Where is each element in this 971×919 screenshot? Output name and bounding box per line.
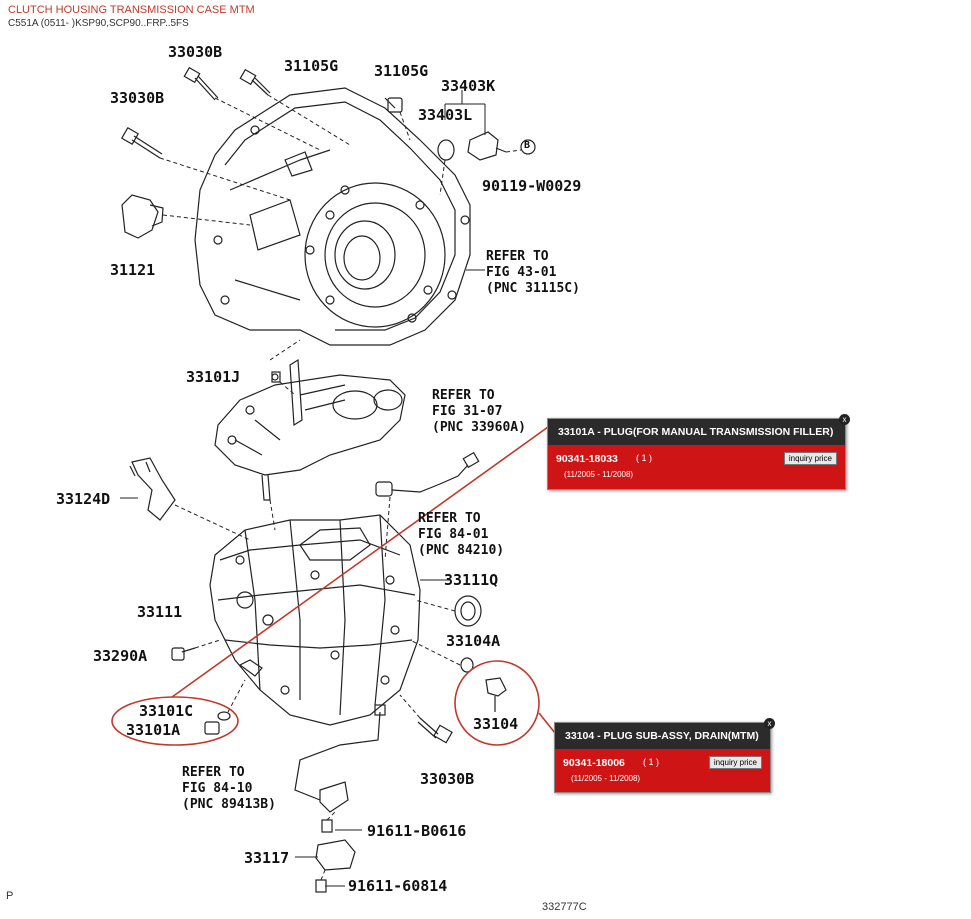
part-label-33111q[interactable]: 33111Q bbox=[444, 571, 499, 589]
popup-quantity: ( 1 ) bbox=[643, 757, 660, 767]
clutch-housing-drawing bbox=[194, 87, 471, 346]
popup-quantity: ( 1 ) bbox=[636, 453, 653, 463]
footer-marker: P bbox=[6, 890, 14, 902]
part-label-31105g[interactable]: 31105G bbox=[284, 57, 339, 75]
part-popup-33101a: 33101A - PLUG(FOR MANUAL TRANSMISSION FI… bbox=[547, 414, 850, 490]
transmission-case-drawing bbox=[209, 514, 421, 726]
part-label-33124d[interactable]: 33124D bbox=[56, 490, 111, 508]
part-label-33403k[interactable]: 33403K bbox=[441, 77, 496, 95]
inquiry-price-button[interactable]: inquiry price bbox=[783, 452, 837, 465]
part-label-33111[interactable]: 33111 bbox=[137, 603, 183, 621]
part-label-33117[interactable]: 33117 bbox=[244, 849, 290, 867]
popup-title: 33101A - PLUG(FOR MANUAL TRANSMISSION FI… bbox=[548, 419, 845, 445]
part-label-33101a[interactable]: 33101A bbox=[126, 721, 181, 739]
diagram-title: CLUTCH HOUSING TRANSMISSION CASE MTM bbox=[8, 4, 255, 16]
highlight-annotations bbox=[111, 426, 556, 746]
popup-title: 33104 - PLUG SUB-ASSY, DRAIN(MTM) bbox=[555, 723, 770, 749]
reference-marker-b: B bbox=[524, 140, 531, 151]
part-label-33104a[interactable]: 33104A bbox=[446, 632, 501, 650]
illustration-code: 332777C bbox=[542, 901, 587, 913]
close-icon[interactable]: x bbox=[764, 718, 775, 729]
popup-date-range: (11/2005 - 11/2008) bbox=[571, 774, 641, 783]
part-label-31105g-2[interactable]: 31105G bbox=[374, 62, 429, 80]
part-label-33030b-3[interactable]: 33030B bbox=[420, 770, 475, 788]
label-leaders bbox=[120, 90, 486, 887]
highlight-33101-circle bbox=[111, 696, 239, 746]
part-label-33030b[interactable]: 33030B bbox=[168, 43, 223, 61]
part-label-33101j[interactable]: 33101J bbox=[186, 368, 241, 386]
part-label-33403l[interactable]: 33403L bbox=[418, 106, 473, 124]
small-parts-drawing bbox=[120, 66, 536, 893]
part-label-91611-60814[interactable]: 91611-60814 bbox=[348, 877, 448, 895]
refer-fig-84-10[interactable]: REFER TO FIG 84-10 (PNC 89413B) bbox=[182, 765, 276, 812]
part-label-33030b-2[interactable]: 33030B bbox=[110, 89, 165, 107]
leader-lines bbox=[159, 94, 522, 881]
model-subtitle: C551A (0511- )KSP90,SCP90..FRP..5FS bbox=[8, 18, 189, 29]
part-label-31121[interactable]: 31121 bbox=[110, 261, 156, 279]
close-icon[interactable]: x bbox=[839, 414, 850, 425]
refer-fig-31-07[interactable]: REFER TO FIG 31-07 (PNC 33960A) bbox=[432, 388, 526, 435]
part-label-90119-w0029[interactable]: 90119-W0029 bbox=[482, 177, 582, 195]
popup-part-number[interactable]: 90341-18033 bbox=[556, 453, 618, 465]
highlight-33104-circle bbox=[454, 660, 540, 746]
popup-part-number[interactable]: 90341-18006 bbox=[563, 757, 625, 769]
part-label-33104[interactable]: 33104 bbox=[473, 715, 519, 733]
inquiry-price-button[interactable]: inquiry price bbox=[708, 756, 762, 769]
refer-fig-43-01[interactable]: REFER TO FIG 43-01 (PNC 31115C) bbox=[486, 249, 580, 296]
refer-fig-84-01[interactable]: REFER TO FIG 84-01 (PNC 84210) bbox=[418, 511, 505, 558]
part-popup-33104: 33104 - PLUG SUB-ASSY, DRAIN(MTM) 90341-… bbox=[554, 718, 775, 793]
popup-date-range: (11/2005 - 11/2008) bbox=[564, 470, 634, 479]
part-label-33101c[interactable]: 33101C bbox=[139, 702, 194, 720]
part-label-91611-b0616[interactable]: 91611-B0616 bbox=[367, 822, 467, 840]
part-label-33290a[interactable]: 33290A bbox=[93, 647, 148, 665]
shift-control-drawing bbox=[214, 358, 406, 501]
